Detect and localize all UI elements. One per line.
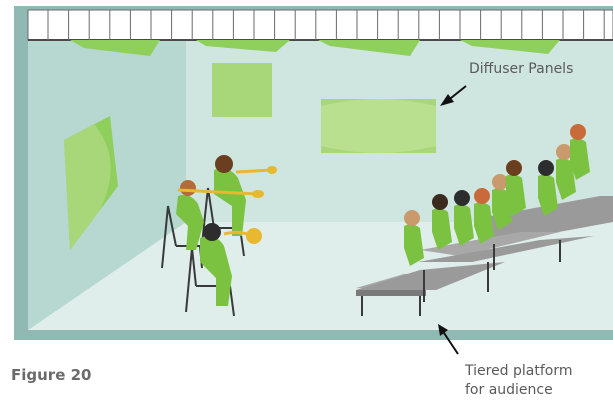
audience-head bbox=[556, 144, 572, 160]
audience-head bbox=[404, 210, 420, 226]
platform-callout-line1: Tiered platform bbox=[465, 362, 573, 381]
figure-label: Figure 20 bbox=[11, 366, 91, 384]
audience-head bbox=[570, 124, 586, 140]
diffuser-panel-back-wall bbox=[321, 99, 436, 153]
wall-panel-small bbox=[212, 63, 272, 117]
audience-head bbox=[474, 188, 490, 204]
audience-head bbox=[506, 160, 522, 176]
ceiling-grid bbox=[28, 10, 613, 40]
diffuser-panels-callout: Diffuser Panels bbox=[469, 60, 573, 79]
platform-callout: Tiered platform for audience bbox=[465, 362, 573, 400]
audience-head bbox=[538, 160, 554, 176]
audience-head bbox=[432, 194, 448, 210]
audience-head bbox=[454, 190, 470, 206]
audience-head bbox=[492, 174, 508, 190]
platform-callout-line2: for audience bbox=[465, 381, 573, 400]
